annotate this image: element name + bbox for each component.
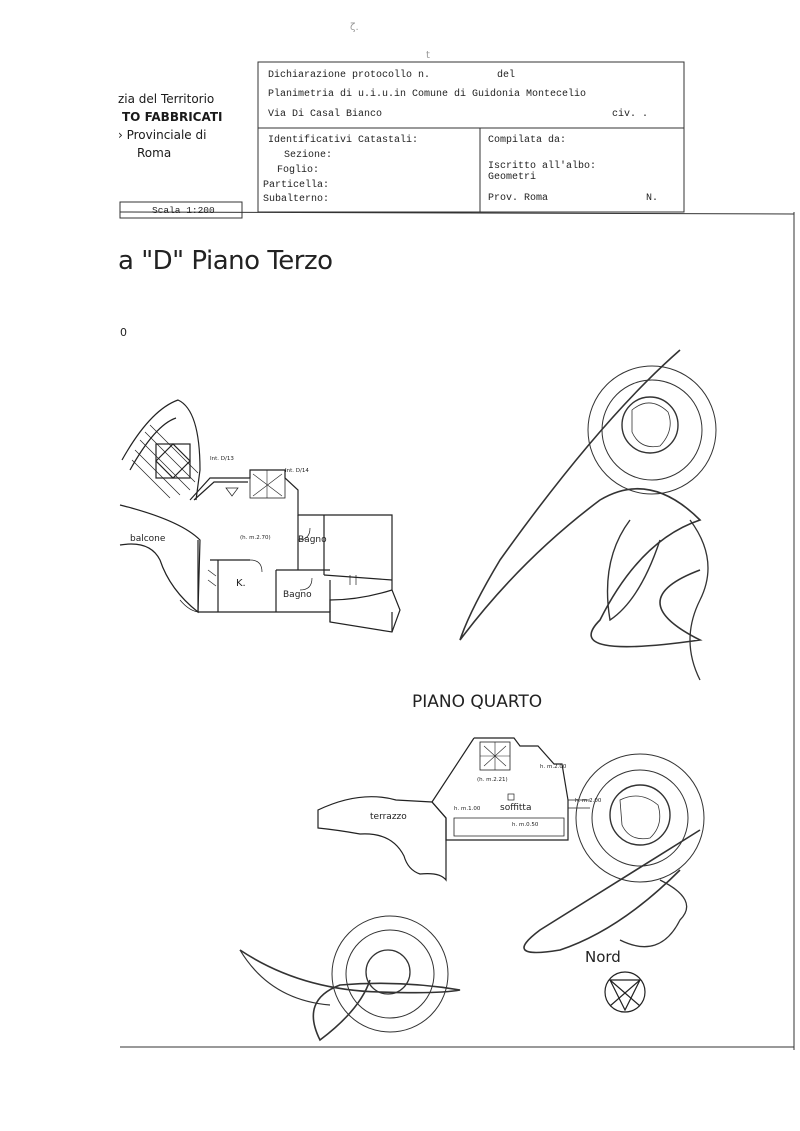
civ-label: civ. . — [612, 109, 649, 120]
planimetry-label: Planimetria di u.i.u.in Comune di Guidon… — [268, 89, 587, 100]
cadastral-ids-label: Identificativi Catastali: — [268, 135, 419, 146]
address-label: Via Di Casal Bianco — [268, 109, 383, 120]
floor4-h050: h. m.0.50 — [512, 822, 539, 828]
floor3-kitchen: K. — [236, 578, 246, 589]
floor4-h200-right: h. m.2.00 — [540, 764, 567, 770]
number-label: N. — [646, 193, 659, 204]
agency-line-2: TO FABBRICATI — [122, 110, 223, 124]
floor3-height-main: (h. m.2.70) — [240, 535, 271, 541]
svg-text:ζ.: ζ. — [350, 22, 359, 33]
agency-line-1: zia del Territorio — [118, 92, 215, 106]
floor4-h100: h. m.1.00 — [454, 806, 481, 812]
declaration-del: del — [497, 70, 516, 81]
north-label: Nord — [585, 948, 621, 966]
registered-label: Iscritto all'albo: — [488, 161, 597, 172]
subaltern-label: Subalterno: — [263, 194, 330, 205]
floor3-balcony: balcone — [130, 534, 166, 544]
scale-label: Scala 1:200 — [152, 205, 215, 216]
compiled-by-label: Compilata da: — [488, 135, 567, 146]
floor3-bath-top: Bagno — [298, 535, 327, 545]
declaration-label: Dichiarazione protocollo n. — [268, 70, 431, 81]
agency-line-3: › Provinciale di — [118, 128, 207, 142]
floor3-bath-bottom: Bagno — [283, 590, 312, 600]
floor4-h200-far: h. m.2.00 — [575, 798, 602, 804]
floor3-int-left: Int. D/13 — [210, 456, 234, 462]
margin-mark: 0 — [120, 326, 127, 339]
sheet-label: Foglio: — [277, 165, 320, 176]
floor4-title: PIANO QUARTO — [412, 692, 543, 712]
floor4-h221: (h. m.2.21) — [477, 777, 508, 783]
floor3-int-right: Int. D/14 — [285, 468, 309, 474]
agency-line-4: Roma — [137, 146, 172, 160]
svg-text:t: t — [426, 50, 430, 61]
province-label: Prov. Roma — [488, 193, 549, 204]
profession-label: Geometri — [488, 172, 537, 183]
section-label: Sezione: — [284, 150, 333, 161]
plan-title: a "D" Piano Terzo — [118, 246, 333, 276]
floor4-attic: soffitta — [500, 803, 532, 813]
floor4-terrace: terrazzo — [370, 812, 407, 822]
parcel-label: Particella: — [263, 180, 330, 191]
